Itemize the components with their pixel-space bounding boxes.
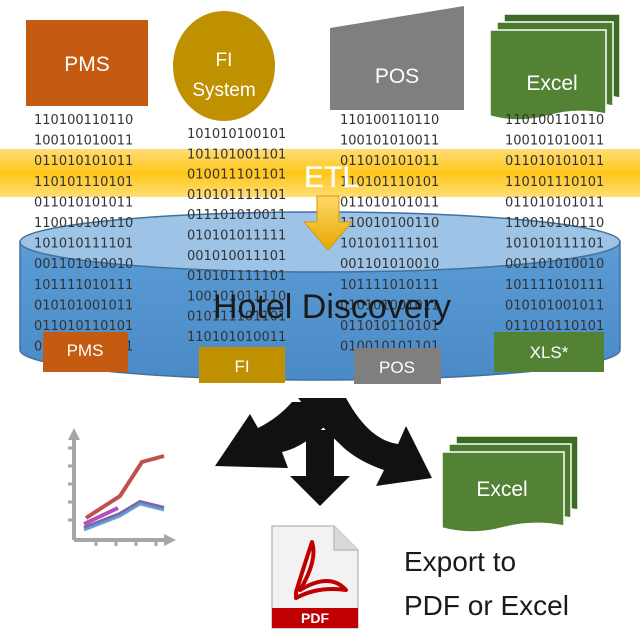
db-tag-fi-label: FI [234, 357, 249, 376]
export-caption-line1: Export to [404, 546, 516, 577]
source-pms: PMS [26, 20, 148, 106]
output-excel-label: Excel [476, 478, 527, 501]
source-fi-system: FI System [173, 11, 275, 121]
binary-row: 010101011111 [187, 229, 286, 244]
binary-row: 101111010111 [505, 278, 604, 293]
binary-row: 010101111101 [187, 188, 286, 203]
binary-row: 110010100110 [340, 216, 439, 231]
binary-row: 001101010010 [34, 257, 133, 272]
binary-row: 011010101011 [34, 195, 133, 210]
binary-row: 101101001101 [187, 147, 286, 162]
binary-row: 011010110101 [34, 319, 133, 334]
database-title: Hotel Discovery [213, 288, 451, 326]
binary-row: 011010101011 [505, 154, 604, 169]
pdf-file-icon: PDF [271, 525, 359, 629]
binary-row: 010111101101 [187, 310, 286, 325]
binary-row: 101010111101 [340, 237, 439, 252]
binary-row: 110100110110 [340, 113, 439, 128]
binary-row: 101010111101 [505, 237, 604, 252]
binary-row: 010101001011 [34, 298, 133, 313]
binary-row: 011010110101 [505, 319, 604, 334]
source-fi-label-line1: FI [216, 50, 233, 71]
source-excel: Excel [489, 13, 621, 121]
binary-row: 101010100101 [187, 127, 286, 142]
binary-row: 011101010011 [187, 208, 286, 223]
binary-row: 110010100110 [34, 216, 133, 231]
source-pms-label: PMS [64, 53, 110, 76]
binary-row: 101010111101 [34, 237, 133, 252]
binary-row: 010011101101 [187, 168, 286, 183]
binary-row: 100101011110 [187, 289, 286, 304]
db-tag-pos-label: POS [379, 358, 415, 377]
binary-row: 001101010010 [340, 257, 439, 272]
etl-label: ETL [304, 161, 359, 194]
source-excel-label: Excel [526, 72, 577, 95]
three-way-arrow-icon [215, 398, 432, 506]
binary-row: 110010100110 [505, 216, 604, 231]
binary-row: 110100110110 [505, 113, 604, 128]
binary-row: 110101110101 [34, 175, 133, 190]
binary-row: 110101110101 [340, 175, 439, 190]
db-tag-pms-label: PMS [67, 341, 104, 360]
binary-row: 011010110101 [340, 319, 439, 334]
binary-row: 011010101011 [34, 154, 133, 169]
excel-stack-icon: Excel [441, 435, 579, 533]
etl-down-arrow-icon [302, 195, 354, 251]
binary-row: 010101001011 [340, 298, 439, 313]
binary-row: 010101111101 [187, 269, 286, 284]
binary-row: 010101001011 [505, 298, 604, 313]
binary-row: 110101110101 [505, 175, 604, 190]
db-tag-pms: PMS [43, 332, 128, 372]
binary-row: 001101010010 [505, 257, 604, 272]
source-fi-label-line2: System [192, 80, 255, 101]
db-tag-pos: POS [354, 348, 441, 384]
etl-band [0, 149, 640, 197]
binary-row: 100101010011 [505, 134, 604, 149]
binary-row: 011010101011 [505, 195, 604, 210]
binary-row: 110100110110 [34, 113, 133, 128]
hotel-discovery-database [19, 211, 621, 381]
line-chart-icon [68, 428, 176, 546]
binary-row: 101111010111 [34, 278, 133, 293]
binary-data-columns: 110100110110 100101010011 011010101011 1101… [34, 113, 604, 355]
binary-row: 011010101011 [340, 195, 439, 210]
pdf-label: PDF [301, 610, 329, 626]
binary-row: 011010101011 [340, 154, 439, 169]
binary-row: 100101010011 [34, 134, 133, 149]
source-pos: POS [330, 6, 464, 110]
pdf-acrobat-symbol [294, 540, 348, 600]
db-tag-xls: XLS* [494, 332, 604, 372]
source-pos-label: POS [375, 65, 419, 88]
binary-row: 101111010111 [340, 278, 439, 293]
binary-row: 001010011101 [187, 249, 286, 264]
binary-row: 110101010011 [187, 330, 286, 345]
db-tag-xls-label: XLS* [530, 343, 569, 362]
db-tag-fi: FI [199, 347, 285, 383]
export-caption-line2: PDF or Excel [404, 590, 569, 621]
binary-row: 100101010011 [340, 134, 439, 149]
